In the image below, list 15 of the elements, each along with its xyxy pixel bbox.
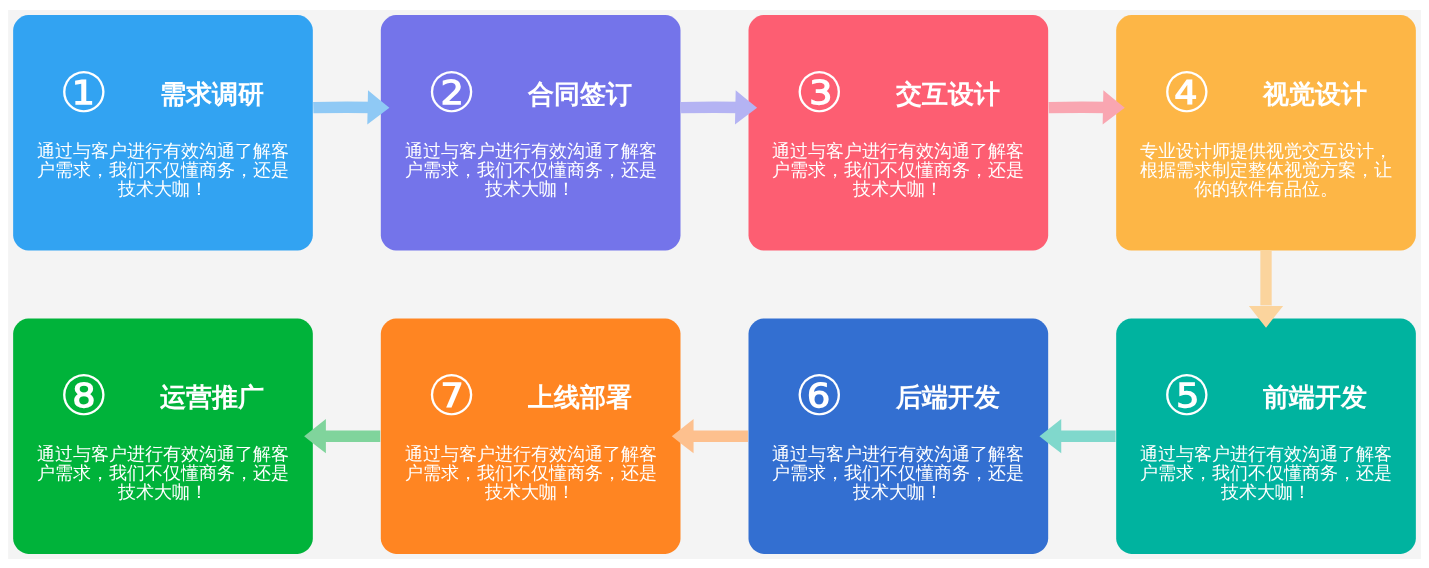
arrow [304,418,381,453]
node-box: ⑥ 后端开发 通过与客户进行有效沟通了解客户需求，我们不仅懂商务，还是技术大咖！ [748,318,1049,554]
node-box: ③ 交互设计 通过与客户进行有效沟通了解客户需求，我们不仅懂商务，还是技术大咖！ [748,14,1049,250]
arrow [1039,418,1116,453]
node-box: ① 需求调研 通过与客户进行有效沟通了解客户需求，我们不仅懂商务，还是技术大咖！ [13,14,313,250]
node-box: ⑦ 上线部署 通过与客户进行有效沟通了解客户需求，我们不仅懂商务，还是技术大咖！ [380,318,681,554]
node-box: ② 合同签订 通过与客户进行有效沟通了解客户需求，我们不仅懂商务，还是技术大咖！ [380,14,681,250]
arrow [680,89,758,124]
arrow [671,418,748,453]
node-box: ⑧ 运营推广 通过与客户进行有效沟通了解客户需求，我们不仅懂商务，还是技术大咖！ [13,318,313,554]
node-box: ⑤ 前端开发 通过与客户进行有效沟通了解客户需求，我们不仅懂商务，还是技术大咖！ [1116,318,1416,554]
arrow [313,89,390,124]
arrow [1248,250,1284,328]
arrow [1048,89,1125,124]
node-box: ④ 视觉设计 专业设计师提供视觉交互设计，根据需求制定整体视觉方案，让你的软件有品位。 [1116,14,1416,250]
